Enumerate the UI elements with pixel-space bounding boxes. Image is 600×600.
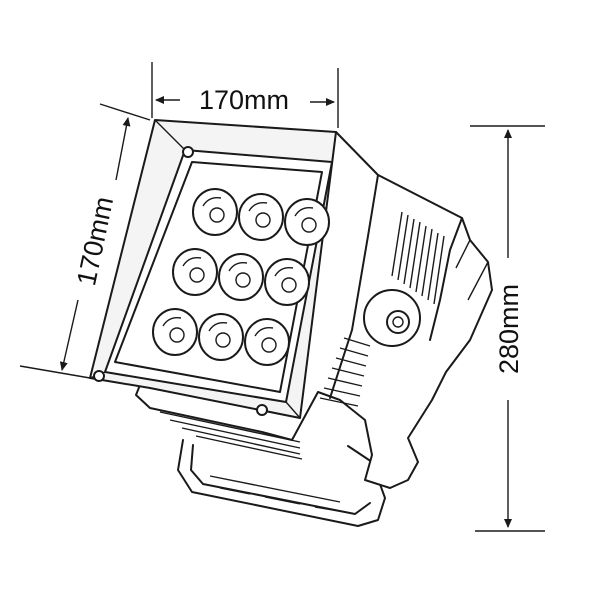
dimension-top-label: 170mm xyxy=(199,85,289,115)
led-6 xyxy=(264,258,310,306)
pivot-knob xyxy=(363,289,421,347)
led-array xyxy=(152,188,330,366)
dimension-left-label: 170mm xyxy=(71,194,119,288)
screw-bottom-left xyxy=(93,370,105,382)
led-9 xyxy=(244,318,290,366)
led-4 xyxy=(172,248,218,296)
led-2 xyxy=(238,193,284,241)
screw-bottom-right xyxy=(256,404,268,416)
led-8 xyxy=(198,313,244,361)
dimension-right-label: 280mm xyxy=(494,284,524,374)
led-3 xyxy=(284,198,330,246)
mounting-bracket xyxy=(177,439,386,527)
led-7 xyxy=(152,308,198,356)
led-1 xyxy=(192,188,238,236)
led-5 xyxy=(218,253,264,301)
dimension-top: 170mm xyxy=(151,62,339,128)
heat-sink-fins xyxy=(391,211,445,305)
lower-fins xyxy=(319,337,371,407)
dimension-right: 280mm xyxy=(470,125,545,532)
bottom-fins xyxy=(159,411,303,460)
screw-top-left xyxy=(182,146,194,158)
